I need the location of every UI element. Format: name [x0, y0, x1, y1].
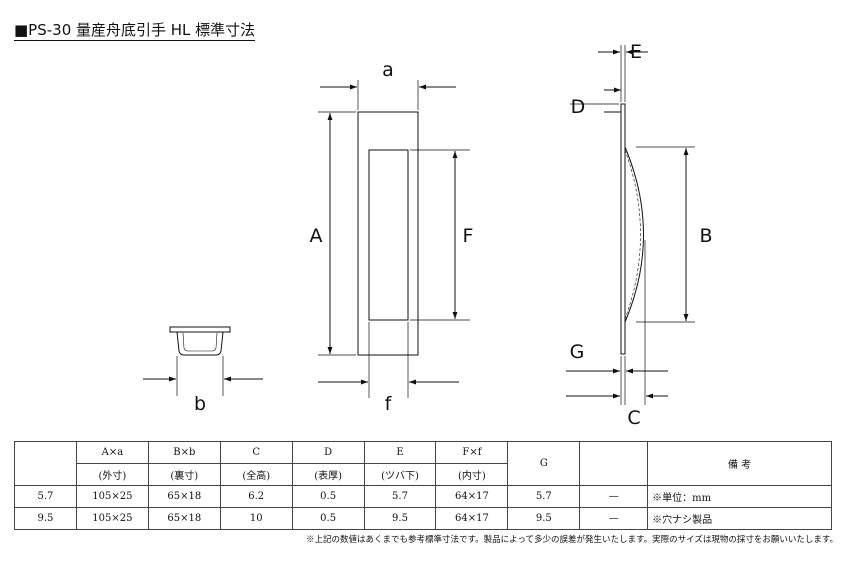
footnote: ※上記の数値はあくまでも参考標準寸法です。製品によって多少の誤差が発生いたします… [305, 535, 838, 545]
table-cell: 9.5 [14, 507, 77, 530]
table-cell: 64×17 [435, 485, 509, 508]
subheader-cell: (全高) [219, 463, 293, 486]
table-cell: 105×25 [75, 507, 149, 530]
header-cell: F×f [435, 441, 509, 464]
table-cell: 9.5 [363, 507, 437, 530]
table-cell: 5.7 [363, 485, 437, 508]
table-cell: — [579, 485, 649, 508]
table-row: 9.5 105×25 65×18 10 0.5 9.5 64×17 9.5 — … [14, 507, 832, 530]
header-cell: D [291, 441, 365, 464]
table-cell: 6.2 [219, 485, 293, 508]
label-A: A [309, 225, 323, 247]
front-view [318, 80, 470, 398]
table-cell: 5.7 [507, 485, 581, 508]
table-cell: 65×18 [147, 485, 221, 508]
header-cell: A×a [75, 441, 149, 464]
outer-plate [357, 111, 419, 356]
header-cell: B×b [147, 441, 221, 464]
table-header-row: A×a B×b C D E F×f G 備 考 [14, 441, 832, 486]
side-dimensions [566, 49, 689, 399]
spec-table: A×a B×b C D E F×f G 備 考 (外寸) (裏寸) (全高) (… [14, 441, 832, 530]
header-cell [579, 441, 649, 486]
table-cell: 5.7 [14, 485, 77, 508]
subheader-cell: (内寸) [435, 463, 509, 486]
page-title: ■PS-30 量産舟底引手 HL 標準寸法 [14, 21, 256, 41]
table-cell: 10 [219, 507, 293, 530]
header-cell: C [219, 441, 293, 464]
flange [620, 103, 626, 355]
label-B: B [699, 225, 713, 247]
label-G: G [569, 341, 585, 363]
label-b: b [193, 393, 207, 415]
table-cell: 0.5 [291, 507, 365, 530]
table-cell-remark: ※単位：mm [647, 485, 832, 508]
header-cell [14, 441, 77, 486]
subheader-cell: (外寸) [75, 463, 149, 486]
table-cell-remark: ※穴ナシ製品 [647, 507, 832, 530]
subheader-cell: (表厚) [291, 463, 365, 486]
table-cell: 0.5 [291, 485, 365, 508]
side-view [570, 45, 695, 405]
table-cell: 9.5 [507, 507, 581, 530]
label-a: a [382, 59, 394, 81]
table-cell: 105×25 [75, 485, 149, 508]
technical-drawing [143, 45, 695, 405]
table-cell: — [579, 507, 649, 530]
inner-recess [368, 149, 409, 321]
label-f: f [384, 393, 392, 415]
front-dimensions [318, 84, 459, 385]
recess-profile [624, 146, 644, 323]
label-D: D [570, 96, 586, 118]
header-cell-remarks: 備 考 [647, 441, 832, 486]
label-C: C [627, 407, 641, 429]
label-F: F [462, 225, 474, 247]
label-E: E [629, 41, 643, 63]
header-cell: G [507, 441, 581, 486]
subheader-cell: (ツバ下) [363, 463, 437, 486]
header-cell: E [363, 441, 437, 464]
table-cell: 65×18 [147, 507, 221, 530]
section-view-b [143, 326, 263, 396]
subheader-cell: (裏寸) [147, 463, 221, 486]
table-row: 5.7 105×25 65×18 6.2 0.5 5.7 64×17 5.7 —… [14, 485, 832, 508]
table-cell: 64×17 [435, 507, 509, 530]
